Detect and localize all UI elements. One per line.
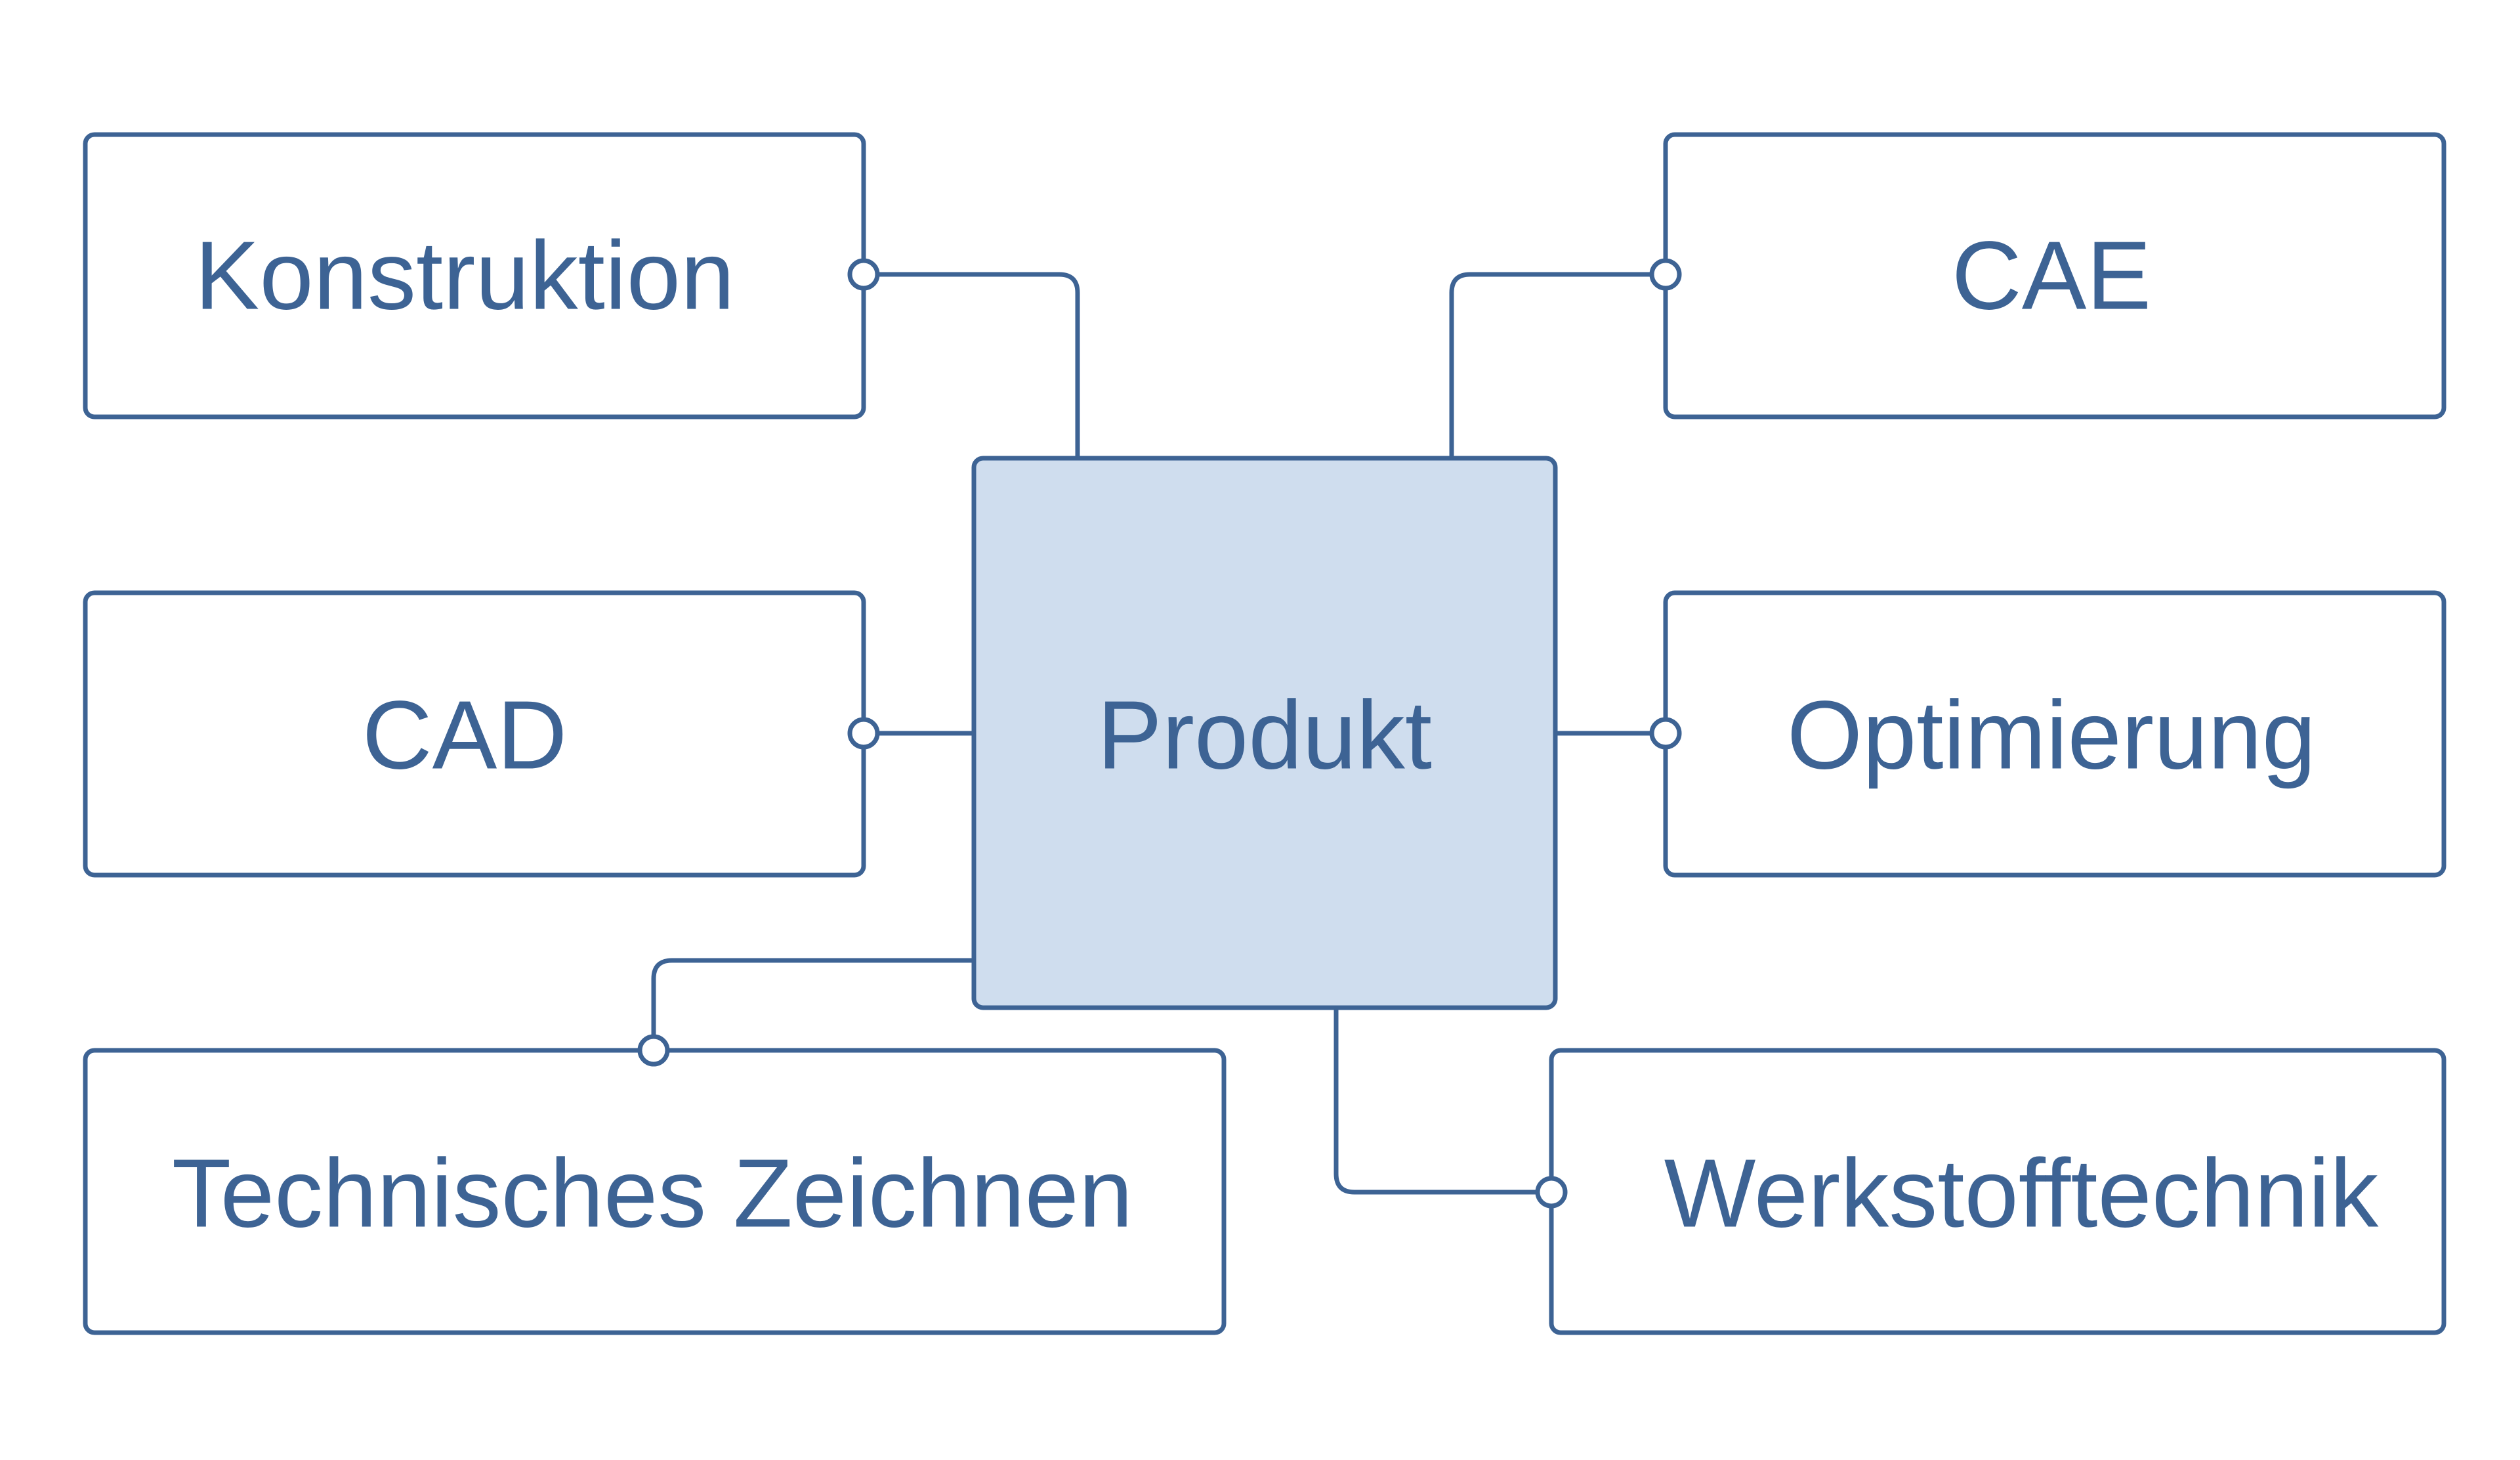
node-werkstofftechnik: Werkstofftechnik [1549, 1048, 2446, 1335]
node-label: CAD [362, 681, 567, 790]
connector-technisches-zeichnen [651, 958, 974, 1048]
connector-konstruktion [864, 272, 1080, 458]
port-technisches-zeichnen [637, 1034, 670, 1067]
node-label: CAE [1952, 222, 2151, 330]
node-optimierung: Optimierung [1663, 590, 2446, 878]
center-label: Produkt [1097, 681, 1432, 790]
node-cad: CAD [83, 590, 866, 878]
port-cae [1649, 258, 1682, 291]
connector-cae [1449, 272, 1666, 458]
node-label: Technisches Zeichnen [172, 1140, 1133, 1248]
center-box [971, 456, 1558, 1010]
center-node-produkt: Produkt [971, 456, 1558, 1010]
node-technisches-zeichnen: Technisches Zeichnen [83, 1048, 1227, 1335]
port-werkstofftechnik [1535, 1176, 1568, 1209]
port-konstruktion [847, 258, 880, 291]
node-label: Konstruktion [195, 222, 735, 330]
node-label: Werkstofftechnik [1664, 1140, 2380, 1248]
node-label: Optimierung [1787, 681, 2316, 790]
node-cae: CAE [1663, 132, 2446, 419]
port-cad [847, 717, 880, 750]
port-optimierung [1649, 717, 1682, 750]
node-konstruktion: Konstruktion [83, 132, 866, 419]
connector-werkstofftechnik [1334, 1008, 1551, 1195]
